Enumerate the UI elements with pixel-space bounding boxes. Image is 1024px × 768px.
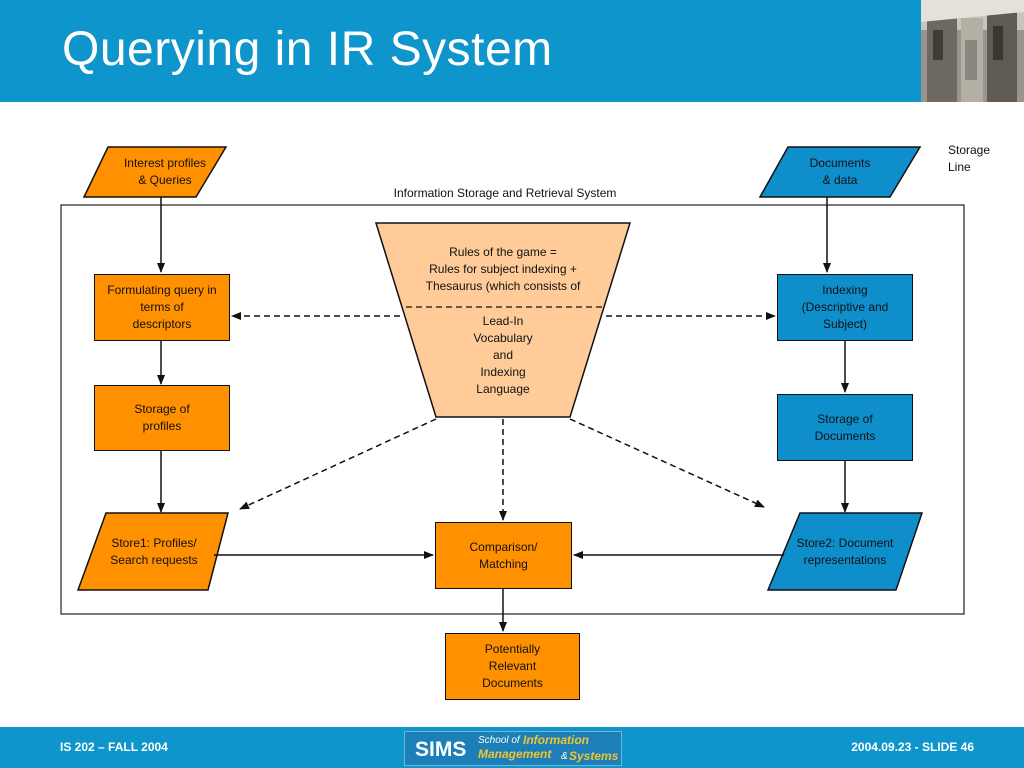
documents-shape	[758, 146, 922, 198]
rules-trapezoid	[374, 222, 632, 418]
store2-shape	[766, 512, 924, 591]
storage-line-label: Storage Line	[948, 143, 991, 174]
documents-text: Documents & data	[809, 156, 871, 187]
comparison-matching-box: Comparison/ Matching	[435, 522, 572, 589]
storage-documents-box: Storage of Documents	[777, 394, 913, 461]
dashed-arrow-to-store2	[569, 418, 765, 508]
interest-profiles-text: Interest profiles & Queries	[123, 156, 207, 187]
store1-text: Store1: Profiles/ Search requests	[110, 536, 198, 567]
store1-shape	[76, 512, 229, 591]
sims-logo: SIMS School of Information Management & …	[404, 731, 622, 766]
dashed-arrow-to-store1	[239, 418, 437, 510]
indexing-box: Indexing (Descriptive and Subject)	[777, 274, 913, 341]
storage-profiles-box: Storage of profiles	[94, 385, 230, 451]
formulating-query-box: Formulating query in terms of descriptor…	[94, 274, 230, 341]
rules-top-text: Rules of the game = Rules for subject in…	[425, 245, 581, 293]
interest-profiles-shape	[82, 146, 228, 198]
rules-bottom-text: Lead-In Vocabulary and Indexing Language	[473, 314, 533, 396]
course-label: IS 202 – FALL 2004	[60, 740, 168, 754]
system-frame	[60, 204, 965, 615]
building-photo	[921, 0, 1024, 102]
slide-header	[0, 0, 1024, 102]
system-label: Information Storage and Retrieval System	[393, 186, 617, 200]
slide-number-label: 2004.09.23 - SLIDE 46	[851, 740, 974, 754]
slide-title: Querying in IR System	[62, 23, 553, 76]
relevant-documents-box: Potentially Relevant Documents	[445, 633, 580, 700]
store2-text: Store2: Document representations	[796, 536, 894, 567]
